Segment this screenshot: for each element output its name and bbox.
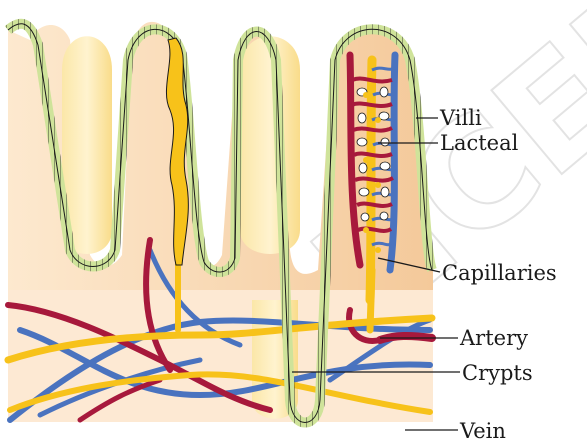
label-capillaries: Capillaries xyxy=(442,261,557,285)
label-lacteal: Lacteal xyxy=(440,131,519,155)
label-vein: Vein xyxy=(459,419,506,443)
label-crypts: Crypts xyxy=(462,361,533,385)
label-artery: Artery xyxy=(459,326,528,350)
label-villi: Villi xyxy=(439,106,482,130)
